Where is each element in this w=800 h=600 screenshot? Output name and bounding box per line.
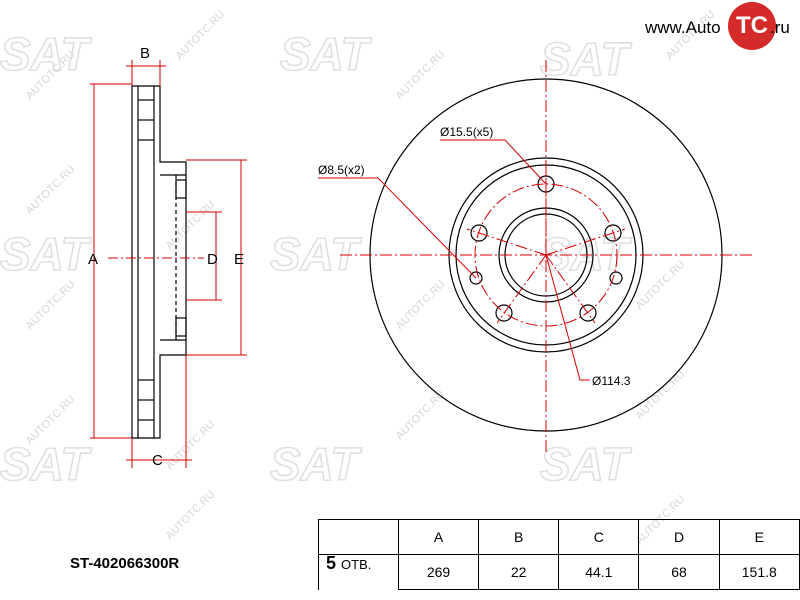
bolt-hole-callout: Ø15.5(x5)	[440, 125, 493, 139]
bolt-axis	[545, 228, 626, 256]
watermark-text: AUTOTC.RU	[634, 258, 688, 312]
pcd-circle	[474, 183, 618, 327]
part-number: ST-402066300R	[70, 555, 180, 572]
dim-label-c: C	[152, 452, 163, 469]
brand-prefix: www.Auto	[645, 18, 721, 37]
bolt-hole-section	[175, 317, 187, 337]
callout-labels: Ø15.5(x5) Ø8.5(x2) Ø114.3	[318, 125, 631, 388]
watermark-logo: SAT	[0, 228, 92, 280]
bolt-hole-section	[175, 179, 187, 199]
watermark-logo: SAT	[270, 228, 362, 280]
brand-url: www.Auto	[645, 18, 721, 38]
watermark-text: AUTOTC.RU	[634, 368, 688, 422]
spec-value-b: 22	[478, 554, 560, 590]
locating-hole	[609, 271, 623, 285]
brand-badge: TC	[728, 2, 776, 50]
watermark-text: AUTOTC.RU	[164, 418, 218, 472]
watermark-text: AUTOTC.RU	[394, 278, 448, 332]
spec-value-a: 269	[397, 554, 480, 590]
bolt-axis	[545, 254, 596, 324]
callout-leader	[545, 254, 590, 381]
watermark-text: AUTOTC.RU	[24, 163, 78, 217]
watermark-text: AUTOTC.RU	[394, 48, 448, 102]
spec-header-e: E	[718, 519, 800, 555]
side-dim-labels: B A C D E	[88, 45, 244, 469]
spec-header-c: C	[558, 519, 640, 555]
brand-suffix-text: .ru	[770, 18, 790, 37]
dim-label-a: A	[88, 251, 98, 268]
watermark-logo: SAT	[280, 28, 372, 80]
side-view	[131, 85, 187, 439]
watermark-text: AUTOTC.RU	[394, 388, 448, 442]
callouts	[318, 139, 590, 381]
watermark-text: AUTOTC.RU	[24, 278, 78, 332]
watermark-logo: SAT	[270, 438, 362, 490]
dim-label-b: B	[140, 45, 150, 62]
pcd-callout: Ø114.3	[592, 374, 631, 388]
callout-leader	[318, 177, 477, 279]
spec-value-c: 44.1	[558, 554, 640, 590]
spec-header-row: A B C D E	[318, 519, 800, 555]
bolt-axis	[496, 254, 547, 324]
disc-profile	[131, 85, 187, 439]
bolt-hole	[495, 304, 513, 322]
brand-badge-text: TC	[736, 12, 768, 39]
spec-corner-cell	[318, 519, 399, 555]
watermark-text: AUTOTC.RU	[174, 8, 228, 62]
side-dimensions	[90, 60, 247, 468]
spec-corner-cell	[318, 554, 399, 590]
spec-header-b: B	[478, 519, 560, 555]
watermark-text: AUTOTC.RU	[164, 198, 218, 252]
bolt-hole	[470, 224, 488, 242]
watermark-logo: SAT	[0, 28, 92, 80]
watermark-logo: SAT	[0, 438, 92, 490]
spec-value-row: 269 22 44.1 68 151.8	[318, 554, 800, 590]
dim-label-d: D	[207, 251, 218, 268]
callout-leader	[440, 139, 547, 185]
spec-value-e: 151.8	[718, 554, 800, 590]
watermark-logo: SAT	[540, 438, 632, 490]
spec-header-d: D	[638, 519, 720, 555]
locating-hole	[469, 271, 483, 285]
spec-header-a: A	[397, 519, 480, 555]
small-hole-callout: Ø8.5(x2)	[318, 163, 365, 177]
bolt-axis	[466, 228, 547, 256]
watermark-logo: SAT	[540, 33, 632, 85]
spec-table: A B C D E 269 22 44.1 68 151.8	[318, 519, 800, 590]
bolt-hole	[579, 304, 597, 322]
watermark-text: AUTOTC.RU	[164, 488, 218, 542]
dim-label-e: E	[234, 251, 244, 268]
spec-value-d: 68	[638, 554, 720, 590]
bolt-hole	[604, 224, 622, 242]
brand-suffix: .ru	[770, 18, 790, 38]
